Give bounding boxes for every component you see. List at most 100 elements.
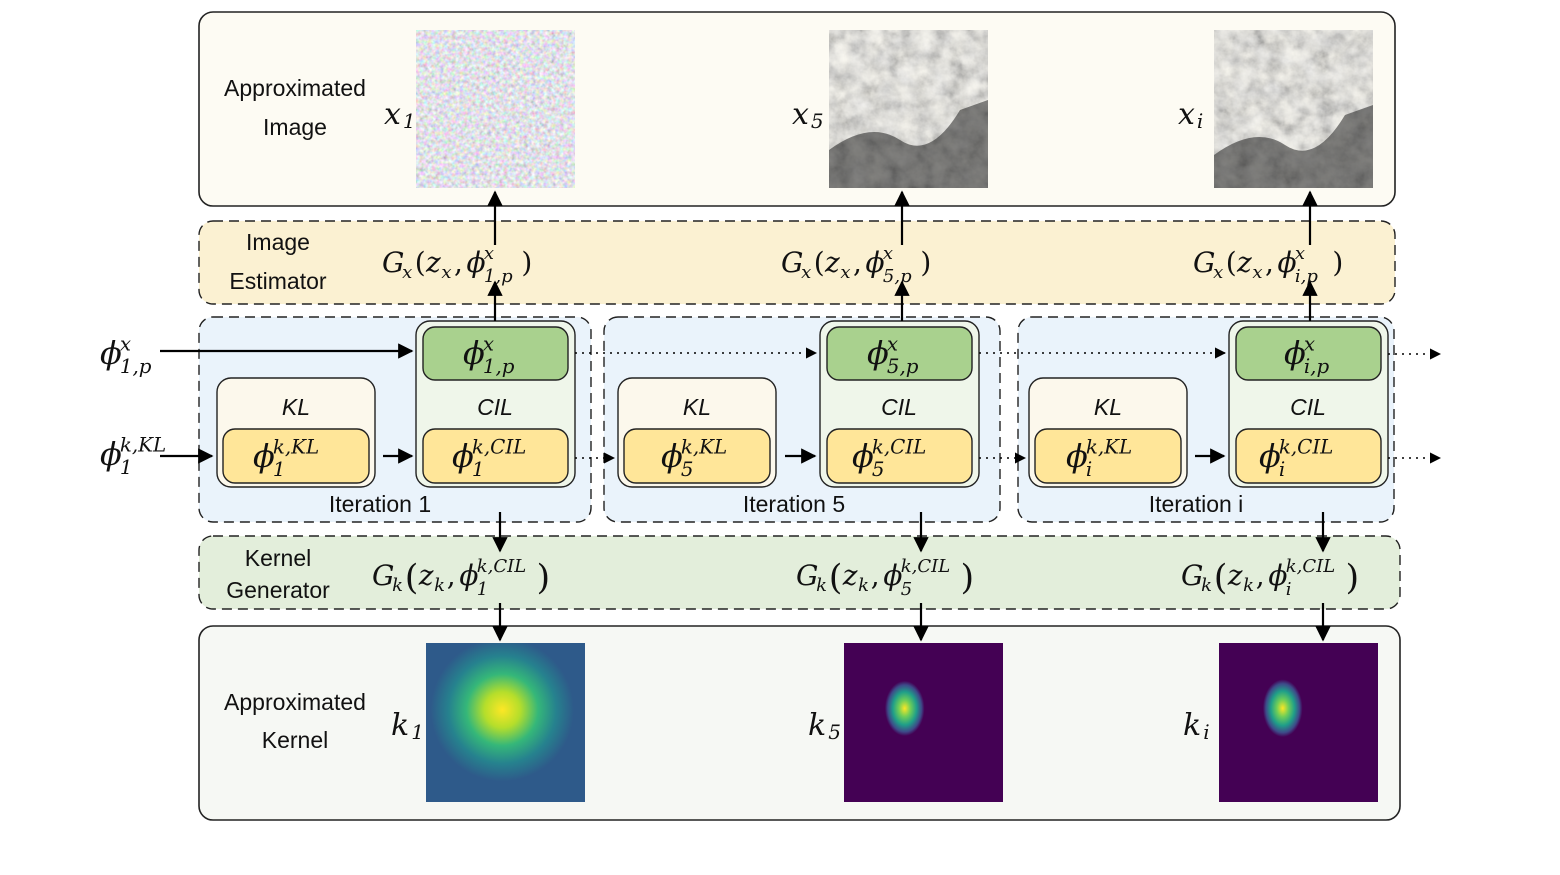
formula-phi-sup: k,CIL <box>901 556 950 577</box>
phi-x-box-5 <box>826 326 973 381</box>
phi-glyph: ϕ <box>1066 437 1088 475</box>
phi-subscript: i,p <box>1304 355 1330 378</box>
formula-open-paren: ( <box>405 558 419 598</box>
phi-subscript: 1,p <box>120 355 152 378</box>
formula-close-paren: ) <box>521 246 532 279</box>
formula-open-paren: ( <box>1226 246 1237 279</box>
phi-cil-box-i <box>1235 428 1382 484</box>
formula-close-paren: ) <box>537 558 551 598</box>
phi-superscript: k,CIL <box>472 436 526 459</box>
cil-label-i: CIL <box>1290 394 1326 420</box>
phi-kl-symbol-1: ϕk,KL1 <box>253 436 319 481</box>
phi-superscript: x <box>887 333 898 356</box>
kernel-k5-thumbnail <box>844 643 1003 802</box>
iteration-1-label: Iteration 1 <box>329 491 431 517</box>
formula-g-sub: x <box>1213 262 1223 283</box>
formula-phi: ϕ <box>883 559 902 592</box>
formula-g: G <box>382 246 404 279</box>
formula-phi-sub: i <box>1286 579 1292 600</box>
kernel-generator-label-2: Generator <box>226 577 330 603</box>
formula-close-paren: ) <box>961 558 975 598</box>
phi-x-box-1 <box>422 326 569 381</box>
formula-phi-sub: 1 <box>477 579 488 600</box>
kl-label-i: KL <box>1094 394 1122 420</box>
phi-superscript: k,KL <box>681 436 727 459</box>
formula-close-paren: ) <box>1332 246 1343 279</box>
formula-open-paren: ( <box>415 246 426 279</box>
phi-subscript: 1 <box>120 456 133 479</box>
phi-subscript: 1,p <box>483 355 515 378</box>
formula-open-paren: ( <box>829 558 843 598</box>
arrows <box>160 190 1442 642</box>
formula-z-sub: x <box>840 262 850 283</box>
phi-glyph: ϕ <box>852 437 874 475</box>
phi-subscript: 5 <box>872 458 885 481</box>
phi-kl-box-i <box>1034 428 1182 484</box>
formula-z: z <box>1227 559 1243 592</box>
phi-subscript: i <box>1086 458 1092 481</box>
phi-glyph: ϕ <box>463 334 485 372</box>
formula-z: z <box>425 246 441 279</box>
approximated-kernel-label-1: Approximated <box>224 689 366 715</box>
formula-z-sub: x <box>1252 262 1262 283</box>
phi-superscript: k,KL <box>1086 436 1132 459</box>
formula-phi: ϕ <box>1278 246 1297 279</box>
formula-phi-sup: x <box>484 243 494 264</box>
phi-subscript: 5,p <box>887 355 919 378</box>
formula-comma: , <box>447 559 456 592</box>
formula-g-sub: k <box>392 575 403 596</box>
formula-g-sub: k <box>1201 575 1212 596</box>
phi-superscript: x <box>1304 333 1315 356</box>
formula-phi-sub: 5 <box>901 579 912 600</box>
formula-z-sub: k <box>434 575 445 596</box>
approximated-image-label-1: Approximated <box>224 75 366 101</box>
kl-label-5: KL <box>683 394 711 420</box>
image-xi-thumbnail <box>1214 30 1373 188</box>
phi-x-symbol-1: ϕx1,p <box>463 333 515 378</box>
formula-phi: ϕ <box>866 246 885 279</box>
kernel-generator-label-1: Kernel <box>245 545 311 571</box>
phi-glyph: ϕ <box>100 334 122 372</box>
input-phi-x: ϕx1,p <box>100 333 152 378</box>
kernel-k1-thumbnail <box>426 643 585 802</box>
formula-z: z <box>824 246 840 279</box>
formula-z-sub: k <box>1243 575 1254 596</box>
approximated-kernel-label-2: Kernel <box>262 727 328 753</box>
phi-glyph: ϕ <box>1284 334 1306 372</box>
phi-superscript: x <box>483 333 494 356</box>
formula-z: z <box>1236 246 1252 279</box>
approximated-image-label-2: Image <box>263 114 327 140</box>
formula-comma: , <box>454 246 463 279</box>
formula-phi-sup: x <box>883 243 893 264</box>
formula-phi-sup: x <box>1295 243 1305 264</box>
formula-phi-sup: k,CIL <box>477 556 526 577</box>
phi-superscript: k,CIL <box>872 436 927 459</box>
formula-g-sub: k <box>816 575 827 596</box>
phi-cil-box-5 <box>826 428 973 484</box>
cil-label-1: CIL <box>477 394 513 420</box>
phi-cil-box-1 <box>422 428 569 484</box>
phi-glyph: ϕ <box>253 437 275 475</box>
formula-phi-sup: k,CIL <box>1286 556 1335 577</box>
phi-superscript: k,KL <box>120 434 166 457</box>
phi-subscript: i <box>1279 458 1285 481</box>
formula-phi-sub: 1,p <box>484 266 513 287</box>
formula-phi-sub: i,p <box>1295 266 1318 287</box>
formula-comma: , <box>853 246 862 279</box>
phi-x-box-i <box>1235 326 1382 381</box>
formula-comma: , <box>871 559 880 592</box>
phi-glyph: ϕ <box>1259 437 1281 475</box>
phi-x-symbol-i: ϕxi,p <box>1284 333 1329 378</box>
image-x1-thumbnail <box>416 30 575 188</box>
